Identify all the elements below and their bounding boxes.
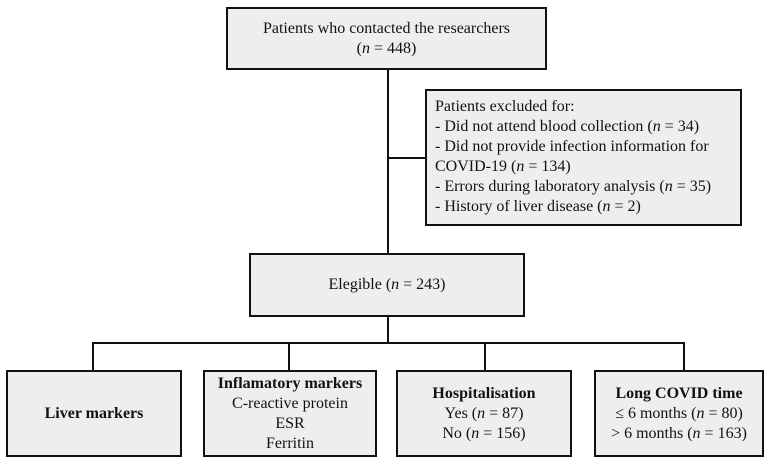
excluded-item: - Did not attend blood collection (n = 3… bbox=[435, 118, 700, 135]
long-covid-time-box: Long COVID time ≤ 6 months (n = 80) > 6 … bbox=[594, 370, 764, 457]
contacted-count: (n = 448) bbox=[356, 39, 417, 57]
inflammatory-markers-title: Inflamatory markers bbox=[217, 374, 363, 392]
connector-hosp bbox=[484, 342, 486, 371]
contacted-label: Patients who contacted the researchers bbox=[262, 19, 510, 37]
connector-eligible-down bbox=[387, 316, 389, 343]
connector-inflam bbox=[288, 342, 290, 371]
long-covid-gt-6: > 6 months (n = 163) bbox=[611, 424, 747, 442]
eligible-label: Elegible (n = 243) bbox=[328, 276, 446, 293]
long-covid-le-6: ≤ 6 months (n = 80) bbox=[615, 404, 743, 422]
eligible-box: Elegible (n = 243) bbox=[249, 253, 525, 317]
connector-longcovid bbox=[683, 342, 685, 371]
liver-markers-box: Liver markers bbox=[6, 370, 182, 457]
inflammatory-marker-item: ESR bbox=[275, 414, 305, 432]
inflammatory-markers-box: Inflamatory markers C-reactive protein E… bbox=[203, 370, 377, 457]
hospitalisation-no: No (n = 156) bbox=[442, 424, 526, 442]
excluded-patients-box: Patients excluded for: - Did not attend … bbox=[425, 89, 742, 226]
excluded-heading: Patients excluded for: bbox=[435, 98, 575, 115]
inflammatory-marker-item: Ferritin bbox=[266, 434, 314, 452]
long-covid-title: Long COVID time bbox=[615, 384, 743, 402]
connector-liver bbox=[92, 342, 94, 371]
connector-top-to-eligible bbox=[387, 69, 389, 254]
contacted-patients-box: Patients who contacted the researchers (… bbox=[226, 7, 547, 70]
excluded-item: - History of liver disease (n = 2) bbox=[435, 198, 641, 215]
liver-markers-title: Liver markers bbox=[44, 404, 144, 422]
connector-branch-bar bbox=[92, 342, 685, 344]
connector-to-excluded bbox=[387, 157, 426, 159]
excluded-item: COVID-19 (n = 134) bbox=[435, 158, 571, 175]
hospitalisation-title: Hospitalisation bbox=[432, 384, 536, 402]
excluded-item: - Did not provide infection information … bbox=[435, 138, 709, 155]
inflammatory-marker-item: C-reactive protein bbox=[232, 394, 348, 412]
hospitalisation-yes: Yes (n = 87) bbox=[444, 404, 524, 422]
hospitalisation-box: Hospitalisation Yes (n = 87) No (n = 156… bbox=[396, 370, 572, 457]
excluded-item: - Errors during laboratory analysis (n =… bbox=[435, 178, 712, 195]
